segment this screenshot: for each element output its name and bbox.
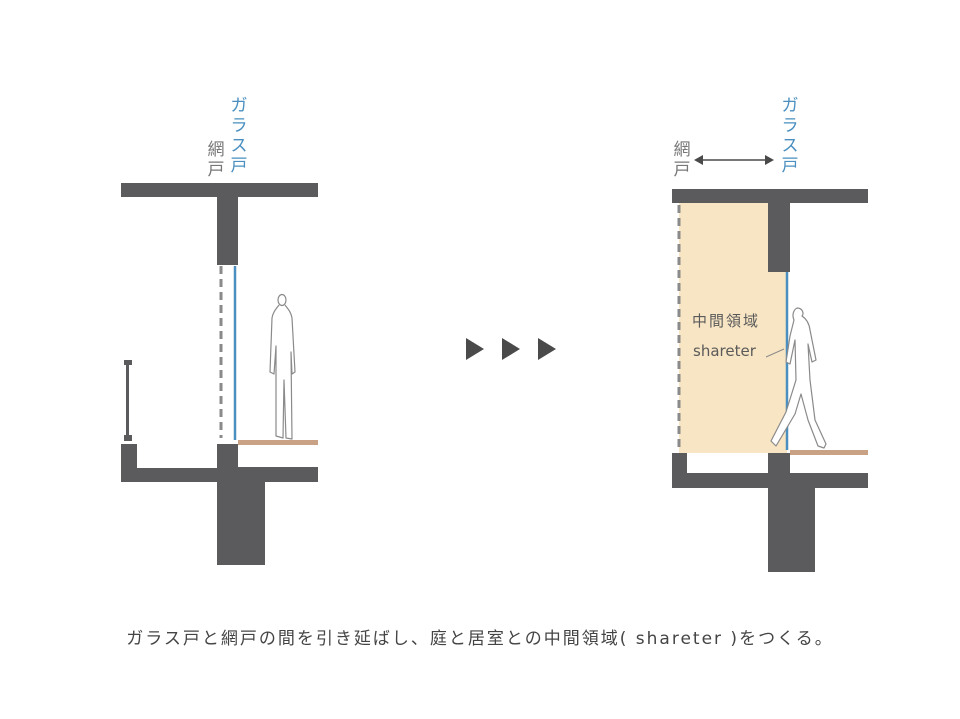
person-icon: [770, 307, 827, 449]
right-section: [672, 155, 868, 572]
person-icon: [269, 293, 296, 440]
left-glass-door-label: ガラス戸: [230, 96, 248, 176]
right-screen-door-label: 網戸: [673, 140, 691, 180]
left-floor-slab: [121, 444, 318, 565]
transition-arrows: [466, 338, 556, 360]
railing-icon: [124, 360, 132, 441]
arrow-right-icon: [502, 338, 520, 360]
diagram-caption: ガラス戸と網戸の間を引き延ばし、庭と居室との中間領域( shareter )をつ…: [126, 629, 834, 649]
double-arrow-icon: [694, 155, 774, 165]
right-floor-finish: [790, 450, 868, 455]
left-upper-wall: [217, 197, 238, 265]
label-leader-line: [765, 348, 785, 358]
zone-label-en: shareter: [693, 342, 756, 360]
right-floor-slab: [672, 453, 868, 572]
left-floor-finish: [238, 440, 318, 445]
arrow-right-icon: [538, 338, 556, 360]
left-roof-slab: [121, 183, 318, 197]
right-roof-slab: [672, 189, 868, 203]
right-upper-wall: [768, 203, 790, 272]
right-glass-door-label: ガラス戸: [781, 96, 799, 176]
left-section: [121, 183, 318, 565]
zone-label-jp: 中間領域: [692, 312, 761, 330]
left-screen-door-label: 網戸: [207, 140, 225, 180]
arrow-right-icon: [466, 338, 484, 360]
